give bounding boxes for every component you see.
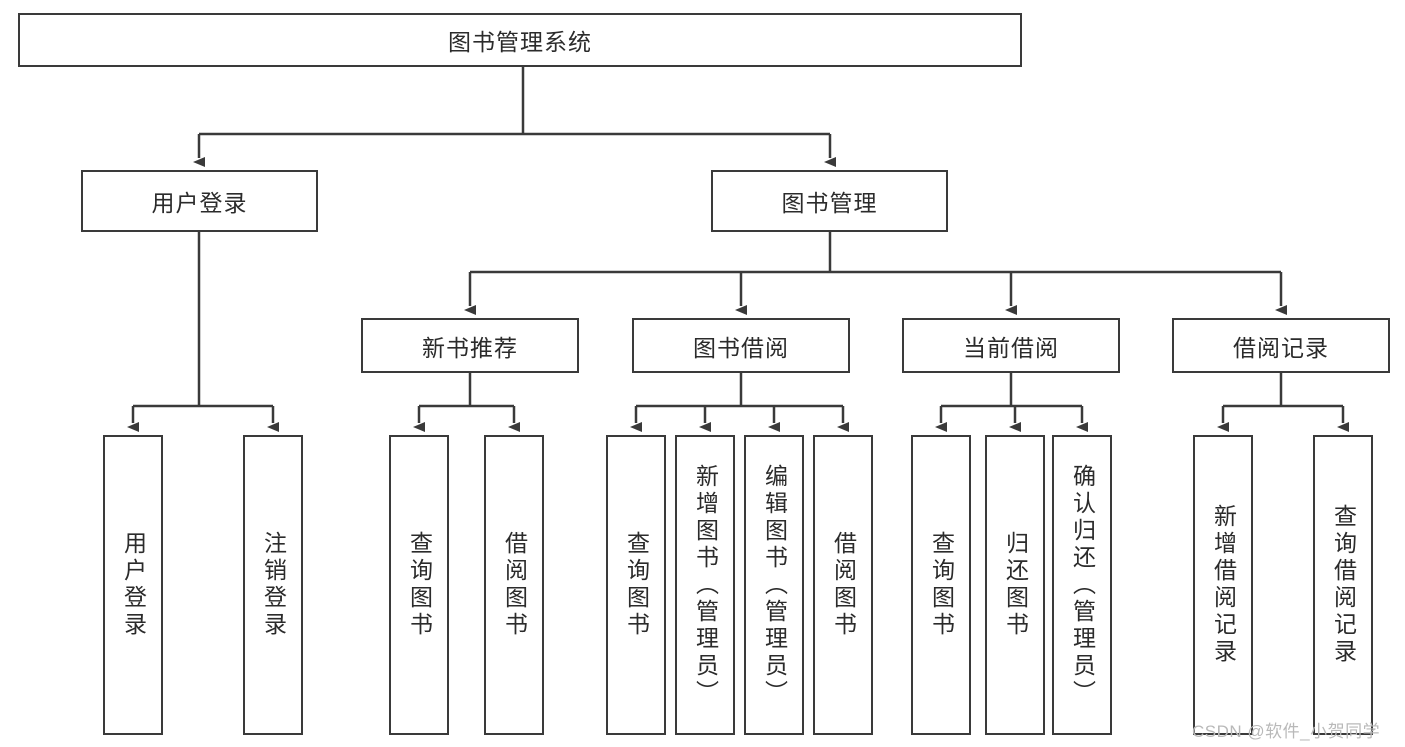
leaf-return-book-label: 归还图书 (1002, 531, 1029, 639)
node-user-login[interactable]: 用户登录 (81, 170, 318, 232)
node-borrow-record[interactable]: 借阅记录 (1172, 318, 1390, 373)
leaf-borrow-book-borrow-label: 借阅图书 (830, 531, 857, 639)
node-book-borrow[interactable]: 图书借阅 (632, 318, 850, 373)
node-current-borrow[interactable]: 当前借阅 (902, 318, 1120, 373)
leaf-borrow-book-recommend[interactable]: 借阅图书 (484, 435, 544, 735)
node-root[interactable]: 图书管理系统 (18, 13, 1022, 67)
leaf-confirm-return-admin-label: 确认归还（管理员） (1069, 463, 1096, 707)
leaf-query-book-recommend[interactable]: 查询图书 (389, 435, 449, 735)
leaf-return-book[interactable]: 归还图书 (985, 435, 1045, 735)
node-new-book-recommend-label: 新书推荐 (422, 334, 518, 361)
leaf-user-login-label: 用户登录 (120, 531, 147, 639)
leaf-query-book-borrow-label: 查询图书 (623, 531, 650, 639)
leaf-query-book-current-label: 查询图书 (928, 531, 955, 639)
leaf-add-book-admin-label: 新增图书（管理员） (692, 463, 719, 707)
leaf-add-borrow-record[interactable]: 新增借阅记录 (1193, 435, 1253, 735)
leaf-borrow-book-recommend-label: 借阅图书 (501, 531, 528, 639)
node-book-management-label: 图书管理 (781, 190, 878, 216)
node-root-label: 图书管理系统 (448, 29, 592, 55)
leaf-user-login[interactable]: 用户登录 (103, 435, 163, 735)
node-current-borrow-label: 当前借阅 (963, 334, 1059, 361)
leaf-borrow-book-borrow[interactable]: 借阅图书 (813, 435, 873, 735)
leaf-query-book-recommend-label: 查询图书 (406, 531, 433, 639)
leaf-add-borrow-record-label: 新增借阅记录 (1210, 504, 1237, 666)
leaf-edit-book-admin-label: 编辑图书（管理员） (761, 463, 788, 707)
node-book-management[interactable]: 图书管理 (711, 170, 948, 232)
leaf-query-borrow-record-label: 查询借阅记录 (1330, 504, 1357, 666)
node-new-book-recommend[interactable]: 新书推荐 (361, 318, 579, 373)
node-borrow-record-label: 借阅记录 (1233, 334, 1329, 361)
leaf-query-borrow-record[interactable]: 查询借阅记录 (1313, 435, 1373, 735)
leaf-user-logout-label: 注销登录 (260, 531, 287, 639)
node-book-borrow-label: 图书借阅 (693, 334, 789, 361)
csdn-watermark: CSDN @软件_小贺同学 (1192, 722, 1381, 741)
node-user-login-label: 用户登录 (151, 190, 248, 216)
leaf-query-book-current[interactable]: 查询图书 (911, 435, 971, 735)
leaf-confirm-return-admin[interactable]: 确认归还（管理员） (1052, 435, 1112, 735)
leaf-add-book-admin[interactable]: 新增图书（管理员） (675, 435, 735, 735)
leaf-user-logout[interactable]: 注销登录 (243, 435, 303, 735)
leaf-edit-book-admin[interactable]: 编辑图书（管理员） (744, 435, 804, 735)
leaf-query-book-borrow[interactable]: 查询图书 (606, 435, 666, 735)
